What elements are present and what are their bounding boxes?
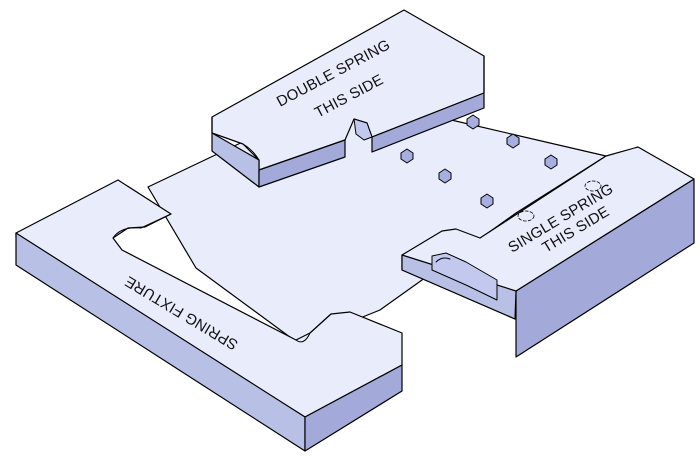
single-block-notch-wall <box>431 252 498 301</box>
hidden-hole-outlines <box>517 180 602 222</box>
double-block-front-face <box>258 139 346 188</box>
bolt-hole-5 <box>438 168 452 184</box>
frame-front-face <box>304 364 403 452</box>
double-spring-block <box>211 9 485 188</box>
bolt-hole-3 <box>544 154 558 170</box>
frame-left-notch <box>112 213 172 239</box>
single-block-slot <box>435 257 451 263</box>
bolt-hole-2 <box>506 133 520 149</box>
hidden-hole-1 <box>517 210 535 222</box>
single-spring-block <box>401 146 695 320</box>
spring-fixture-frame <box>15 179 403 452</box>
bolt-hole-4 <box>400 148 414 164</box>
bolt-hole-1 <box>466 114 480 130</box>
hidden-hole-2 <box>584 180 602 192</box>
double-block-notch-curve <box>242 143 260 161</box>
bolt-hole-6 <box>480 193 494 209</box>
double-block-notch <box>353 118 373 141</box>
double-block-right-face <box>371 55 485 153</box>
bolt-holes <box>400 114 558 209</box>
frame-bottom-notch <box>295 313 332 343</box>
